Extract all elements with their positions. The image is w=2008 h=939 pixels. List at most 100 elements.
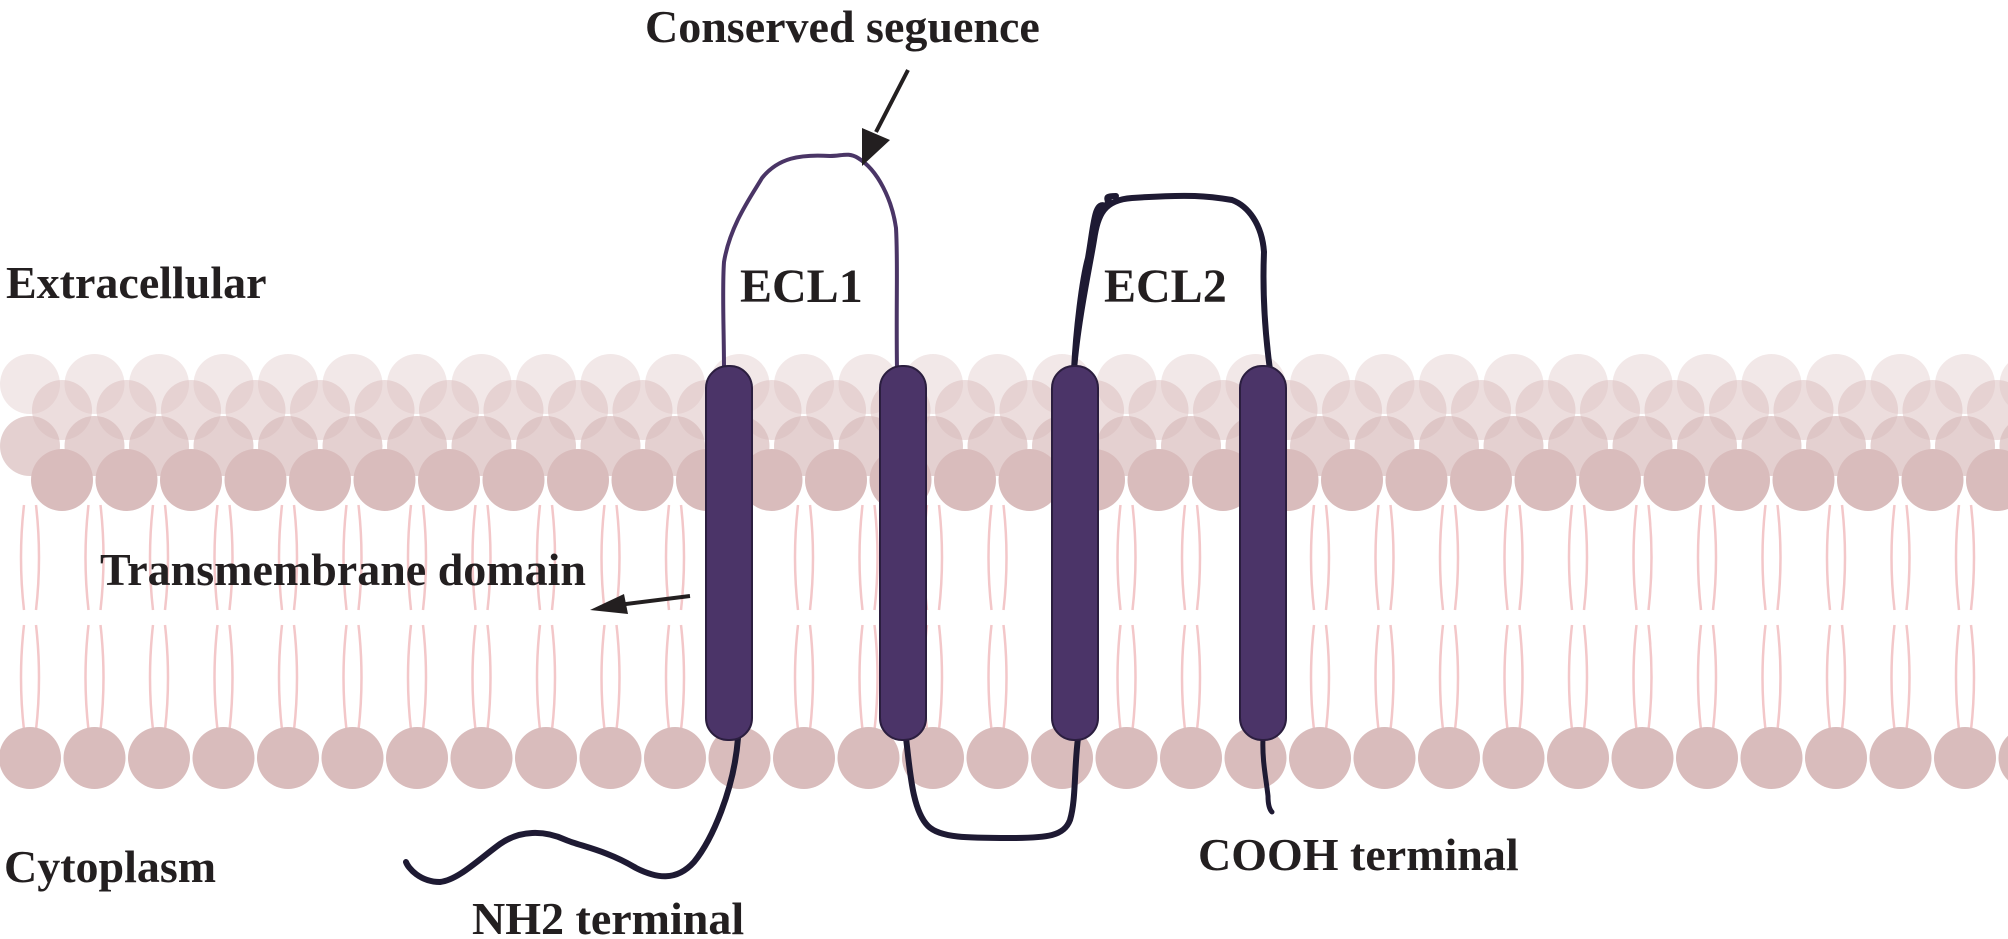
upper-lipid-head <box>353 449 416 511</box>
upper-lipid-tail <box>1374 504 1395 611</box>
upper-lipid-tail <box>535 504 557 611</box>
lower-lipid-tail <box>1954 624 1976 731</box>
upper-lipid-head <box>1514 449 1577 511</box>
upper-lipid-tail <box>406 504 428 611</box>
lower-lipid-head <box>1095 727 1158 789</box>
upper-lipid-tail <box>1632 504 1653 611</box>
lower-lipid-tail <box>1696 624 1718 731</box>
lower-lipid-head <box>1805 727 1867 789</box>
lower-lipid-tail <box>1567 624 1589 731</box>
lower-lipid-tail <box>664 624 686 731</box>
lower-lipid-tail <box>793 624 815 731</box>
upper-lipid-head <box>1192 449 1254 511</box>
lower-lipid-tail <box>1374 624 1395 731</box>
tm-helix-1 <box>705 365 753 741</box>
lower-lipid-head <box>515 727 577 789</box>
upper-lipid-head <box>934 449 996 511</box>
tm-helix-3 <box>1051 365 1099 741</box>
lower-lipid-tail <box>987 624 1008 731</box>
upper-lipid-head <box>1966 449 2008 511</box>
transmembrane-arrow-head <box>590 594 628 614</box>
lower-lipid-tail <box>535 624 557 731</box>
upper-lipid-tail <box>1503 504 1524 611</box>
lower-lipid-head <box>708 727 771 789</box>
upper-lipid-tail <box>1825 504 1847 611</box>
upper-lipid-head <box>95 449 158 511</box>
lower-lipid-tail <box>1890 624 1911 731</box>
lower-lipid-head <box>63 727 126 789</box>
upper-lipid-tail <box>277 504 299 611</box>
upper-lipid-tail <box>664 504 686 611</box>
upper-lipid-tail <box>1309 504 1331 611</box>
lower-lipid-tail <box>406 624 428 731</box>
lower-lipid-head <box>192 727 255 789</box>
upper-lipid-tail <box>1761 504 1782 611</box>
lower-lipid-tail <box>1503 624 1524 731</box>
lower-lipid-head <box>450 727 513 789</box>
upper-lipid-head <box>1901 449 1964 511</box>
lower-lipid-head <box>579 727 642 789</box>
upper-lipid-tail <box>1696 504 1718 611</box>
upper-lipid-head <box>805 449 867 511</box>
upper-lipid-head <box>160 449 222 511</box>
lower-lipid-head <box>0 727 61 789</box>
ecl1-loop <box>721 152 899 372</box>
lower-lipid-tail <box>1116 624 1137 731</box>
lower-lipid-tail <box>342 624 363 731</box>
lower-lipid-tail <box>1825 624 1847 731</box>
lower-lipid-head <box>1482 727 1545 789</box>
upper-lipid-tail <box>1180 504 1202 611</box>
upper-lipid-head <box>1450 449 1512 511</box>
transmembrane-arrow-shaft <box>617 594 691 607</box>
lower-lipid-tail <box>213 624 234 731</box>
lower-lipid-head <box>1934 727 1996 789</box>
upper-lipid-head <box>611 449 674 511</box>
lower-lipid-tail <box>277 624 299 731</box>
upper-lipid-head <box>1643 449 1706 511</box>
lower-lipid-head <box>837 727 900 789</box>
upper-lipid-head <box>1772 449 1835 511</box>
lower-lipid-head <box>1611 727 1674 789</box>
upper-lipid-tail <box>342 504 363 611</box>
conserved-arrow-shaft <box>874 69 910 133</box>
lower-lipid-tail <box>1632 624 1653 731</box>
upper-lipid-tail <box>793 504 815 611</box>
conserved-arrow-head <box>862 128 890 166</box>
lower-lipid-head <box>1289 727 1351 789</box>
lower-lipid-tail <box>84 624 105 731</box>
icl-loop <box>903 735 1081 841</box>
lower-lipid-head <box>1740 727 1803 789</box>
lower-lipid-head <box>1869 727 1932 789</box>
upper-lipid-tail <box>1567 504 1589 611</box>
lower-lipid-tail <box>1761 624 1782 731</box>
lower-lipid-head <box>1160 727 1222 789</box>
lower-lipid-head <box>1418 727 1480 789</box>
upper-lipid-head <box>1321 449 1383 511</box>
tm-helix-2 <box>879 365 927 741</box>
lower-lipid-tail <box>1309 624 1331 731</box>
upper-lipid-tail <box>1438 504 1460 611</box>
upper-lipid-tail <box>1890 504 1911 611</box>
lower-lipid-tail <box>19 624 41 731</box>
extracellular-label: Extracellular <box>6 257 267 308</box>
transmembrane-helices <box>705 365 1287 741</box>
upper-lipid-head <box>289 449 351 511</box>
upper-lipid-head <box>1127 449 1190 511</box>
upper-lipid-head <box>1837 449 1899 511</box>
upper-lipid-tail <box>987 504 1008 611</box>
cooh-terminal-label: COOH terminal <box>1198 829 1519 880</box>
ecl1-label: ECL1 <box>740 260 863 313</box>
upper-lipid-head <box>740 449 803 511</box>
lower-lipid-tail <box>600 624 621 731</box>
lower-lipid-head <box>321 727 384 789</box>
upper-phospholipid-heads <box>0 354 2008 511</box>
upper-lipid-head <box>418 449 480 511</box>
ecl2-label: ECL2 <box>1104 260 1227 313</box>
lower-lipid-head <box>966 727 1029 789</box>
lower-lipid-head <box>773 727 835 789</box>
lower-lipid-head <box>128 727 190 789</box>
upper-lipid-tail <box>471 504 492 611</box>
lower-phospholipid-heads <box>0 727 2008 789</box>
upper-lipid-tail <box>84 504 105 611</box>
upper-lipid-head <box>1708 449 1770 511</box>
